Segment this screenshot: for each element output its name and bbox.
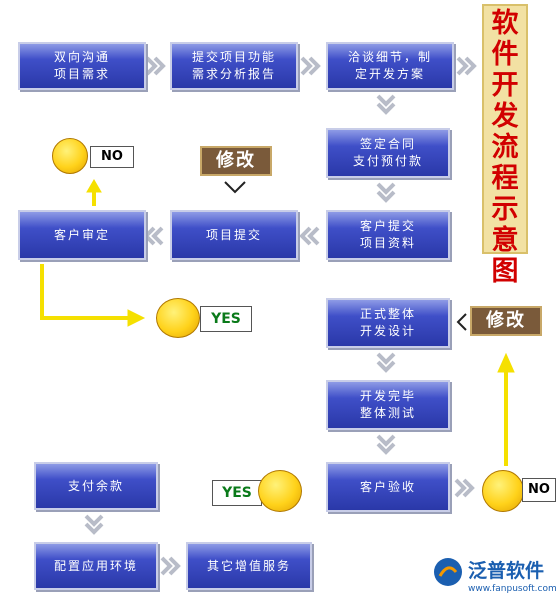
step-client-review: 客户审定 — [18, 210, 146, 260]
step-contract: 签定合同 支付预付款 — [326, 128, 450, 178]
chevron-s5-s6 — [299, 226, 320, 246]
edit-right-chevron — [456, 313, 467, 331]
yellow-arrow-right — [127, 309, 146, 327]
chevron-s6-s7 — [143, 226, 164, 246]
brand-url: www.fanpusoft.com — [468, 584, 557, 594]
diagram-title: 软件开发流程示意图 — [482, 4, 528, 287]
step-analysis-report: 提交项目功能 需求分析报告 — [170, 42, 298, 90]
edit-top-chevron — [224, 181, 246, 194]
step-testing: 开发完毕 整体测试 — [326, 380, 450, 430]
smiley-no-bottom-icon — [482, 470, 524, 512]
step-project-submit: 项目提交 — [170, 210, 298, 260]
chevron-s2-s3 — [300, 56, 321, 76]
tag-no-bottom: NO — [522, 478, 556, 502]
smiley-yes-mid-icon — [156, 298, 200, 338]
chevron-s8-s9 — [376, 352, 396, 373]
chevron-s3-s4 — [376, 94, 396, 115]
step-client-materials: 客户提交 项目资料 — [326, 210, 450, 260]
chevron-s9-s10 — [376, 434, 396, 455]
chevron-s10-no — [454, 478, 475, 498]
step-acceptance: 客户验收 — [326, 462, 450, 512]
smiley-yes-bottom-icon — [258, 470, 302, 512]
tag-yes-bottom: YES — [212, 480, 262, 506]
step-requirements: 双向沟通 项目需求 — [18, 42, 146, 90]
chevron-s1-s2 — [145, 56, 166, 76]
edit-label-top: 修改 — [200, 146, 272, 176]
step-final-payment: 支付余款 — [34, 462, 158, 510]
brand-logo-mark: 泛普软件 www.fanpusoft.com — [434, 558, 557, 594]
chevron-s11-s12 — [84, 514, 104, 535]
step-value-added: 其它增值服务 — [186, 542, 312, 590]
step-dev-plan: 洽谈细节，制 定开发方案 — [326, 42, 454, 90]
yellow-arrow-up-right — [497, 352, 515, 373]
step-formal-dev: 正式整体 开发设计 — [326, 298, 450, 348]
edit-label-right: 修改 — [470, 306, 542, 336]
brand-name: 泛普软件 — [468, 559, 544, 582]
chevron-s3-title — [456, 56, 477, 76]
step-environment: 配置应用环境 — [34, 542, 158, 590]
chevron-s12-s13 — [160, 556, 181, 576]
yellow-arrow-up-left — [86, 179, 102, 193]
tag-no-top: NO — [90, 146, 134, 168]
smiley-no-top-icon — [52, 138, 88, 174]
tag-yes-mid: YES — [200, 306, 252, 332]
chevron-s4-s5 — [376, 182, 396, 203]
brand-logo: 泛普软件 www.fanpusoft.com — [430, 550, 558, 596]
